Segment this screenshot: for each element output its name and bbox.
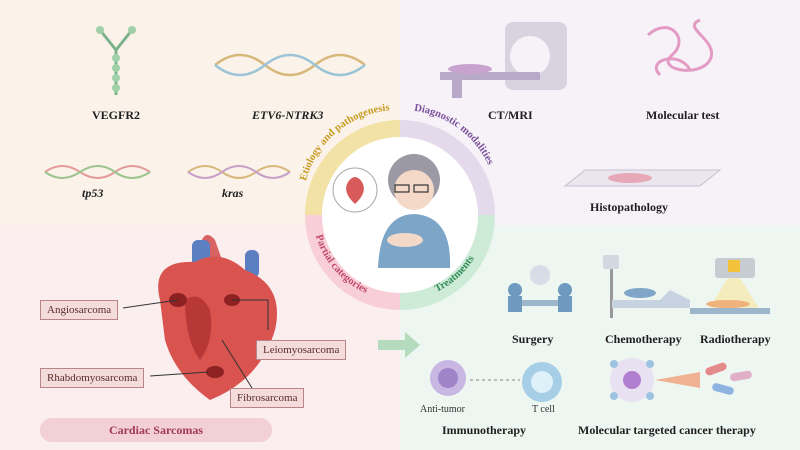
- kras-label: kras: [222, 186, 244, 200]
- angiosarcoma-box: Angiosarcoma: [40, 300, 119, 320]
- ct-mri-label: CT/MRI: [488, 108, 533, 122]
- etv6-ntrk3-dna-icon: [214, 53, 366, 77]
- t-cell-label: T cell: [532, 404, 555, 415]
- chemotherapy-label: Chemotherapy: [605, 332, 682, 346]
- molecular-targeted-therapy-label: Molecular targeted cancer therapy: [578, 423, 756, 437]
- molecular-protein-icon: [646, 18, 714, 77]
- histopathology-label: Histopathology: [590, 200, 669, 214]
- tp53-dna-icon: [44, 165, 151, 179]
- radiotherapy-label: Radiotherapy: [700, 332, 771, 346]
- center-ring: [305, 120, 495, 310]
- vegfr2-label: VEGFR2: [92, 108, 140, 122]
- kras-dna-icon: [187, 165, 291, 179]
- etv6-ntrk3-label: ETV6-NTRK3: [252, 108, 324, 122]
- molecular-test-label: Molecular test: [646, 108, 720, 122]
- rhabdomyosarcoma-box: Rhabdomyosarcoma: [40, 368, 145, 388]
- vegfr2-receptor-icon: [96, 26, 136, 95]
- immunotherapy-label: Immunotherapy: [442, 423, 527, 437]
- surgery-label: Surgery: [512, 332, 554, 346]
- tp53-label: tp53: [82, 186, 104, 200]
- fibrosarcoma-box: Fibrosarcoma: [230, 388, 305, 408]
- immunotherapy-icon: [430, 360, 562, 402]
- arrow-icon: [378, 332, 420, 358]
- ct-mri-scanner-icon: [440, 22, 567, 98]
- chemotherapy-icon: [603, 255, 690, 318]
- leiomyosarcoma-box: Leiomyosarcoma: [256, 340, 347, 360]
- heart-illustration: [158, 235, 277, 400]
- cardiac-sarcomas-pill: Cardiac Sarcomas: [40, 418, 272, 442]
- histopathology-slide-icon: [563, 169, 722, 187]
- patient-illustration: [332, 154, 451, 268]
- category-connectors: [122, 299, 269, 389]
- radiotherapy-icon: [690, 258, 770, 314]
- anti-tumor-label: Anti-tumor: [420, 404, 465, 415]
- targeted-therapy-icon: [610, 358, 752, 402]
- surgery-icon: [508, 265, 572, 312]
